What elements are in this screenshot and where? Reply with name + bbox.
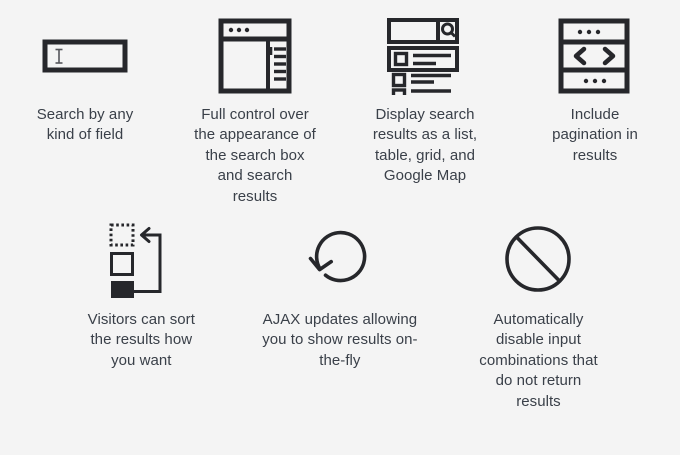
feature-include-pagination: Include pagination in results <box>510 10 680 207</box>
feature-ajax-updates: AJAX updates allowing you to show result… <box>241 213 440 412</box>
feature-caption: Automatically disable input combinations… <box>479 311 598 410</box>
search-results-list-icon <box>386 10 464 102</box>
feature-row-bottom: Visitors can sort the results how you wa… <box>0 207 680 412</box>
feature-row-top: Search by any kind of field <box>0 0 680 207</box>
feature-caption: Search by any kind of field <box>36 106 134 144</box>
text-input-field-icon <box>42 10 128 102</box>
feature-caption: Include pagination in results <box>552 106 638 164</box>
refresh-circular-arrow-icon <box>303 213 377 305</box>
prohibited-disable-icon <box>503 213 573 305</box>
sort-reorder-squares-icon <box>105 213 177 305</box>
browser-layout-window-icon <box>218 10 292 102</box>
feature-disable-empty-combinations: Automatically disable input combinations… <box>439 213 638 412</box>
feature-display-results-formats: Display search results as a list, table,… <box>340 10 510 207</box>
feature-search-by-any-field: Search by any kind of field <box>0 10 170 207</box>
feature-visitors-can-sort: Visitors can sort the results how you wa… <box>42 213 241 412</box>
feature-caption: Visitors can sort the results how you wa… <box>87 311 195 369</box>
feature-full-control-appearance: Full control over the appearance of the … <box>170 10 340 207</box>
feature-caption: Display search results as a list, table,… <box>372 106 478 185</box>
feature-caption: Full control over the appearance of the … <box>194 106 316 205</box>
pagination-arrows-icon <box>558 10 632 102</box>
feature-caption: AJAX updates allowing you to show result… <box>262 311 418 369</box>
